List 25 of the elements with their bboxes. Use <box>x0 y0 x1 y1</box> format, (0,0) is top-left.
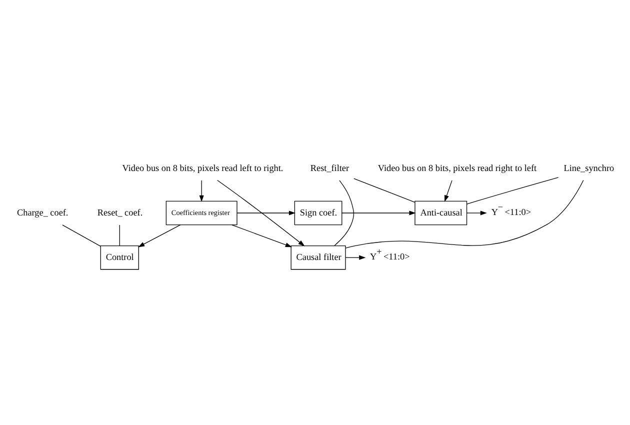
arrow <box>217 179 305 246</box>
connector <box>62 224 101 246</box>
connector <box>334 180 354 246</box>
connector <box>466 176 559 204</box>
node-text: Line_synchro <box>564 162 614 172</box>
arrow <box>444 180 452 202</box>
node-text: Video bus on 8 bits, pixels read right to left <box>378 162 537 172</box>
node-text: Rest_filter <box>310 162 350 172</box>
arrow <box>236 210 296 215</box>
arrow <box>138 224 181 247</box>
connector <box>354 178 416 202</box>
node-box: Control <box>100 244 139 270</box>
node-text: Video bus on 8 bits, pixels read left to right. <box>122 162 284 172</box>
arrow <box>232 224 292 247</box>
node-text: Charge_ coef. <box>17 206 68 217</box>
connector <box>345 179 584 248</box>
arrow <box>345 254 366 260</box>
arrow <box>199 180 204 202</box>
node-box: Anti-causal <box>414 200 468 225</box>
node-box: Sign coef. <box>294 200 342 225</box>
node-text: Reset_ coef. <box>97 206 143 217</box>
connector <box>119 224 120 246</box>
arrow <box>466 210 487 215</box>
node-box: Causal filter <box>290 244 346 270</box>
arrow <box>342 210 416 215</box>
